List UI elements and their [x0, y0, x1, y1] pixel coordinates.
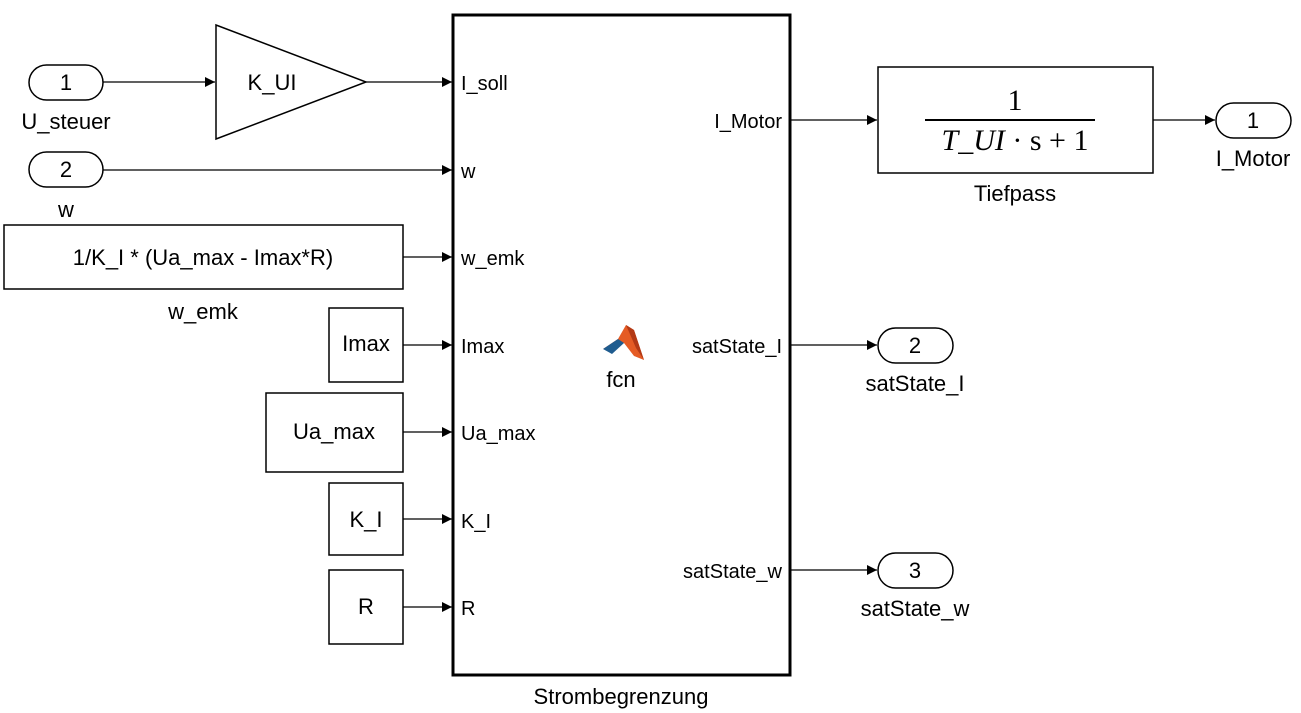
port-label-imax: Imax — [461, 336, 504, 358]
function-block-name: Strombegrenzung — [534, 684, 709, 709]
outport-1-number: 1 — [1247, 108, 1259, 133]
inport-1-label: U_steuer — [21, 109, 110, 134]
outport-1-label: I_Motor — [1216, 146, 1291, 171]
signal-lines — [103, 77, 1215, 612]
inport-1-number: 1 — [60, 70, 72, 95]
gain-block[interactable]: K_UI — [215, 23, 369, 141]
tf-denominator-var: T_UI — [942, 124, 1007, 157]
outport-3-number: 3 — [909, 558, 921, 583]
port-label-i-motor: I_Motor — [714, 111, 782, 133]
imax-value: Imax — [342, 331, 390, 356]
constant-ua-max[interactable]: Ua_max — [265, 392, 404, 473]
r-value: R — [358, 594, 374, 619]
k-i-value: K_I — [349, 507, 382, 532]
transfer-function-block[interactable]: 1 T_UI · s + 1 — [877, 66, 1154, 174]
port-label-satstate-i: satState_I — [692, 336, 782, 358]
constant-imax[interactable]: Imax — [328, 307, 404, 383]
gain-value: K_UI — [248, 70, 297, 95]
tf-numerator: 1 — [1008, 84, 1023, 117]
port-label-w-emk: w_emk — [460, 248, 525, 270]
w-emk-label: w_emk — [167, 299, 239, 324]
outport-2-number: 2 — [909, 333, 921, 358]
inport-2[interactable]: 2 — [28, 151, 104, 188]
port-label-satstate-w: satState_w — [683, 561, 783, 583]
tf-label: Tiefpass — [974, 181, 1056, 206]
w-emk-expression: 1/K_I * (Ua_max - Imax*R) — [73, 245, 333, 270]
inport-2-label: w — [57, 197, 74, 222]
port-label-ua-max: Ua_max — [461, 423, 535, 445]
tf-denominator-rest: · s + 1 — [1005, 124, 1089, 157]
port-label-w: w — [460, 161, 476, 183]
port-label-k-i: K_I — [461, 511, 491, 533]
ua-max-value: Ua_max — [293, 419, 375, 444]
outport-3-label: satState_w — [861, 596, 970, 621]
port-label-r: R — [461, 598, 475, 620]
constant-r[interactable]: R — [328, 569, 404, 645]
inport-1[interactable]: 1 — [28, 64, 104, 101]
outport-2[interactable]: 2 — [877, 327, 954, 364]
constant-w-emk[interactable]: 1/K_I * (Ua_max - Imax*R) — [3, 224, 404, 290]
inport-2-number: 2 — [60, 157, 72, 182]
tf-denominator: T_UI · s + 1 — [942, 124, 1089, 157]
outport-2-label: satState_I — [865, 371, 964, 396]
outport-3[interactable]: 3 — [877, 552, 954, 589]
constant-k-i[interactable]: K_I — [328, 482, 404, 556]
matlab-logo-icon — [603, 325, 644, 360]
port-label-i-soll: I_soll — [461, 73, 508, 95]
outport-1[interactable]: 1 — [1215, 102, 1292, 139]
function-block-title: fcn — [606, 367, 635, 392]
